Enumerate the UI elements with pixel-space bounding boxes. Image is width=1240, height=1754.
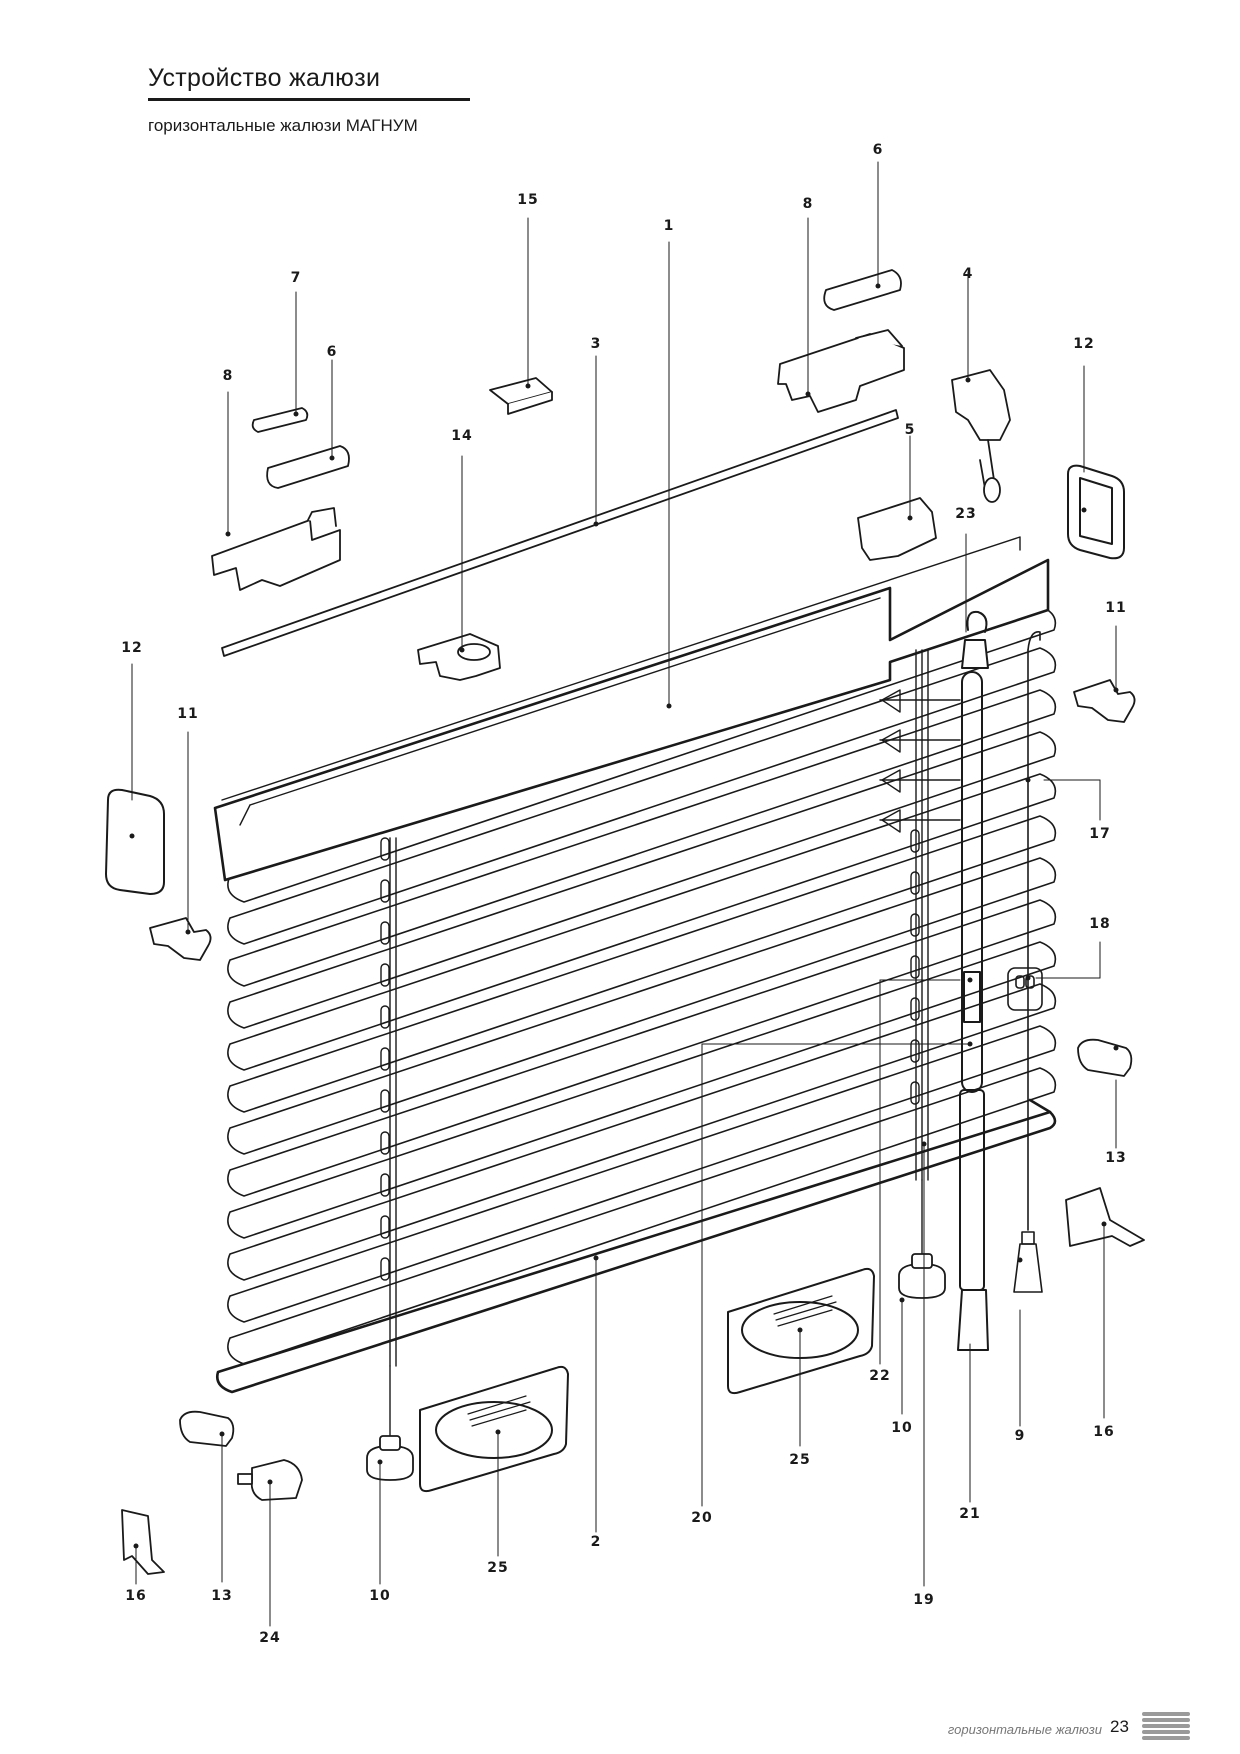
tilt-rod xyxy=(221,409,899,657)
callout-24: 24 xyxy=(259,1630,280,1646)
page-title: Устройство жалюзи xyxy=(148,64,381,92)
callout-10-left: 10 xyxy=(369,1588,390,1604)
stripes-logo-icon xyxy=(1142,1712,1190,1746)
callout-9: 9 xyxy=(1015,1428,1026,1444)
callout-25-right: 25 xyxy=(789,1452,810,1468)
callout-13-right: 13 xyxy=(1105,1150,1126,1166)
callout-22: 22 xyxy=(869,1368,890,1384)
callout-19: 19 xyxy=(913,1592,934,1608)
slat-samples xyxy=(419,1267,875,1493)
callout-11-left: 11 xyxy=(177,706,198,722)
end-covers xyxy=(105,464,1125,895)
callout-12-right: 12 xyxy=(1073,336,1094,352)
callout-21: 21 xyxy=(959,1506,980,1522)
bottom-rail xyxy=(216,1098,1057,1394)
callout-11-right: 11 xyxy=(1105,600,1126,616)
callout-25-left: 25 xyxy=(487,1560,508,1576)
wand xyxy=(957,610,989,1351)
callout-10-right: 10 xyxy=(891,1420,912,1436)
valance-clips xyxy=(149,679,1136,961)
callout-17: 17 xyxy=(1089,826,1110,842)
callout-13-left: 13 xyxy=(211,1588,232,1604)
callout-6-left: 6 xyxy=(327,344,338,360)
cord-stops xyxy=(366,1253,946,1481)
callout-20: 20 xyxy=(691,1510,712,1526)
callout-4: 4 xyxy=(963,266,974,282)
callout-8-right: 8 xyxy=(803,196,814,212)
callout-5: 5 xyxy=(905,422,916,438)
ladder-cords xyxy=(389,649,929,1441)
end-caps xyxy=(179,1038,1133,1501)
callout-23: 23 xyxy=(955,506,976,522)
callout-6-right: 6 xyxy=(873,142,884,158)
page-subtitle: горизонтальные жалюзи МАГНУМ xyxy=(148,116,418,135)
leader-lines xyxy=(131,161,1117,1627)
callout-labels: 1 2 3 4 5 6 6 7 8 8 9 10 10 11 11 12 12 … xyxy=(121,142,1126,1646)
callout-7: 7 xyxy=(291,270,302,286)
small-hardware xyxy=(251,269,902,489)
footer-section-label: горизонтальные жалюзи xyxy=(947,1722,1102,1737)
slat-cutouts xyxy=(380,829,920,1281)
page-number: 23 xyxy=(1110,1717,1129,1736)
hold-down-brackets xyxy=(121,1187,1145,1575)
callout-14: 14 xyxy=(451,428,472,444)
leader-dots xyxy=(129,283,1119,1549)
callout-3: 3 xyxy=(591,336,602,352)
title-rule xyxy=(148,98,470,101)
ladder-detail xyxy=(879,689,961,833)
pull-cord xyxy=(1007,631,1043,1293)
head-rail xyxy=(213,536,1050,882)
callout-16-right: 16 xyxy=(1093,1424,1114,1440)
tilter xyxy=(951,369,1011,503)
callout-15: 15 xyxy=(517,192,538,208)
cord-locks xyxy=(417,497,937,681)
callout-2: 2 xyxy=(591,1534,602,1550)
callout-1: 1 xyxy=(664,218,675,234)
callout-18: 18 xyxy=(1089,916,1110,932)
callout-8-left: 8 xyxy=(223,368,234,384)
callout-12-left: 12 xyxy=(121,640,142,656)
callout-16-left: 16 xyxy=(125,1588,146,1604)
